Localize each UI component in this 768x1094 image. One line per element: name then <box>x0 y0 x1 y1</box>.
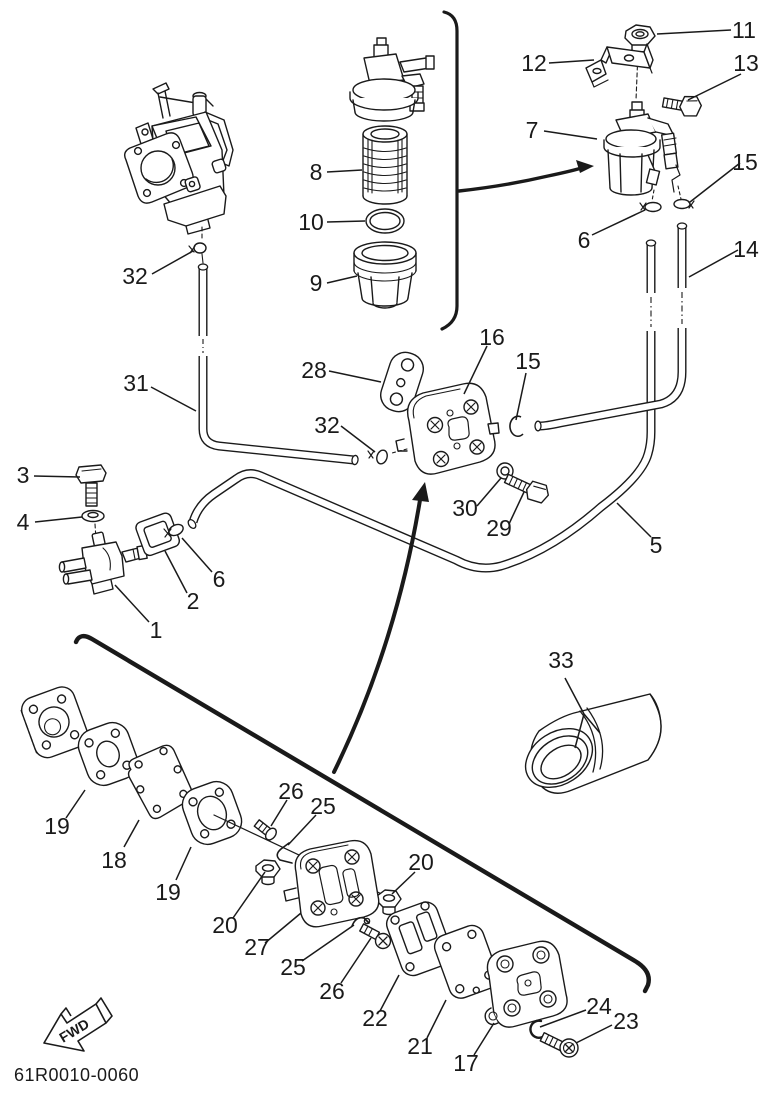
part-bracket-12 <box>585 43 654 101</box>
callout-13: 13 <box>733 50 759 76</box>
callout-14: 14 <box>733 236 759 262</box>
part-clip-6-top <box>639 201 662 213</box>
divider-diagonal <box>73 633 651 994</box>
part-bolt-3 <box>75 464 107 507</box>
callout-25b: 25 <box>280 954 306 980</box>
callout-21: 21 <box>407 1033 433 1059</box>
callout-32-mid: 32 <box>314 412 340 438</box>
tube-14-fuel-hose <box>509 222 688 437</box>
part-retainer-25a <box>276 842 293 864</box>
callout-3: 3 <box>17 462 30 488</box>
part-fuel-filter-assy-7 <box>603 101 682 202</box>
callout-18: 18 <box>101 847 127 873</box>
callout-10: 10 <box>298 209 324 235</box>
part-clip-32-mid <box>367 449 388 465</box>
part-fuel-joint-1 <box>58 531 148 595</box>
part-fuel-pump-16 <box>391 382 500 475</box>
callout-29: 29 <box>486 515 512 541</box>
part-gasket-19b <box>181 780 243 846</box>
part-nut-11 <box>624 24 656 53</box>
part-o-ring-10 <box>365 208 405 234</box>
callout-1: 1 <box>150 617 163 643</box>
callout-9: 9 <box>310 270 323 296</box>
part-pump-gasket-28 <box>380 351 424 413</box>
part-clip-15-top <box>673 198 695 210</box>
callout-31: 31 <box>123 370 149 396</box>
part-retainer-25b <box>351 916 371 927</box>
callout-22: 22 <box>362 1005 388 1031</box>
callout-4: 4 <box>17 509 30 535</box>
callout-28: 28 <box>301 357 327 383</box>
callout-20-left: 20 <box>212 912 238 938</box>
fwd-arrow-icon: FWD <box>43 997 113 1052</box>
part-nut-20a <box>255 859 281 886</box>
callout-25a: 25 <box>310 793 336 819</box>
tube-31-fuel-hose <box>197 263 359 466</box>
callout-30: 30 <box>452 495 478 521</box>
callout-20-right: 20 <box>408 849 434 875</box>
part-spacer-plate <box>20 686 89 759</box>
divider-and-arrows <box>73 10 651 994</box>
pointer-arrow-to-filter <box>457 165 587 193</box>
part-silencer-33 <box>524 693 662 794</box>
part-gasket-2 <box>135 512 181 557</box>
part-screw-26a <box>253 819 277 841</box>
part-washer-4 <box>81 509 105 541</box>
callout-24: 24 <box>586 993 612 1019</box>
part-clip-6-left <box>163 523 184 538</box>
callout-23: 23 <box>613 1008 639 1034</box>
part-screw-26b <box>359 923 392 950</box>
callout-7: 7 <box>526 117 539 143</box>
callout-15-mid: 15 <box>515 348 541 374</box>
callout-16: 16 <box>479 324 505 350</box>
callout-19a: 19 <box>44 813 70 839</box>
callout-8: 8 <box>310 159 323 185</box>
callout-26b: 26 <box>319 978 345 1004</box>
callout-17: 17 <box>453 1050 479 1076</box>
callout-33: 33 <box>548 647 574 673</box>
tube-5-fuel-hose <box>187 239 657 573</box>
part-bolt-29 <box>503 473 550 504</box>
part-screw-23 <box>539 1032 579 1058</box>
part-pump-body-27 <box>283 839 380 928</box>
callout-11: 11 <box>732 17 756 43</box>
pointer-arrow-to-pump <box>332 498 422 774</box>
drawing-number: 61R0010-0060 <box>14 1065 139 1085</box>
part-filter-head <box>349 37 435 122</box>
part-filter-element-8 <box>362 125 408 205</box>
callout-6-left: 6 <box>213 566 226 592</box>
part-filter-cup-9 <box>353 241 417 309</box>
callout-5: 5 <box>650 532 663 558</box>
callout-19b: 19 <box>155 879 181 905</box>
callout-6-top: 6 <box>578 227 591 253</box>
divider-bracket <box>440 10 459 331</box>
part-plate-21 <box>433 924 500 999</box>
callout-labels: 32 8 10 9 11 12 13 7 15 6 14 16 28 15 32… <box>17 17 759 1076</box>
part-gasket-19a <box>77 721 139 787</box>
part-pump-cover-17 <box>484 940 568 1028</box>
part-nut-20b <box>376 889 402 916</box>
callout-12: 12 <box>521 50 547 76</box>
part-gasket-22 <box>385 901 453 977</box>
callout-26a: 26 <box>278 778 304 804</box>
callout-32-carb: 32 <box>122 263 148 289</box>
leader-lines <box>33 29 742 1056</box>
callout-15-top: 15 <box>732 149 758 175</box>
callout-2: 2 <box>187 588 200 614</box>
callout-27: 27 <box>244 934 270 960</box>
part-carburetor <box>123 82 234 264</box>
part-bolt-13 <box>661 95 702 117</box>
